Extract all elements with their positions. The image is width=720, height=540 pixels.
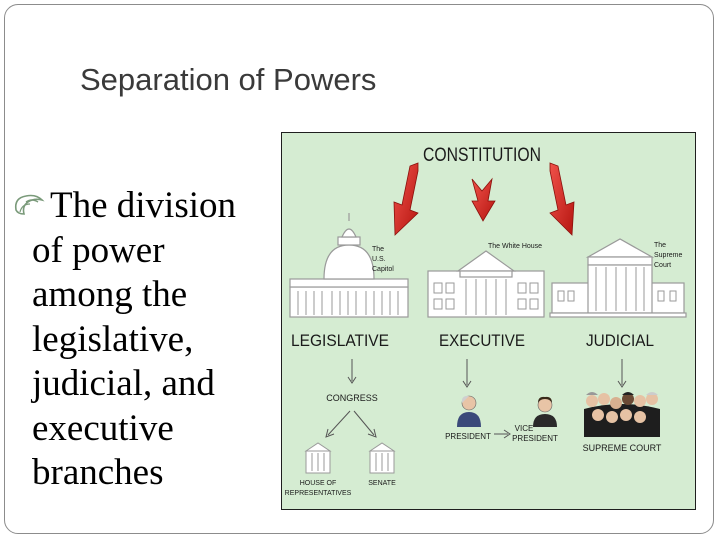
arrow-to-house-icon <box>325 410 351 438</box>
supreme-court-justices-icon <box>584 392 660 437</box>
white-house-caption: The White House <box>488 243 542 250</box>
legislative-label: LEGISLATIVE <box>291 331 389 350</box>
slide-frame <box>4 4 714 534</box>
arrow-down-supreme-court-icon <box>617 359 627 388</box>
bullet-line-6: executive <box>32 407 174 449</box>
bullet-line-1: The division <box>50 185 237 226</box>
scroll-bullet-icon <box>12 184 50 218</box>
bullet-line-3: among the <box>32 274 188 315</box>
arrow-to-judicial-icon <box>549 162 575 236</box>
arrow-to-senate-icon <box>353 410 377 438</box>
white-house-icon <box>427 250 545 318</box>
house-label-1: HOUSE OF <box>300 480 337 487</box>
bullet-line-2: of power <box>32 229 165 271</box>
supreme-court-building-icon <box>549 238 687 318</box>
arrow-to-legislative-icon <box>393 162 419 236</box>
court-caption-2: Supreme <box>654 252 683 259</box>
capitol-caption-3: Capitol <box>372 266 394 273</box>
arrow-to-executive-icon <box>471 177 496 222</box>
arrow-to-vice-president-icon <box>494 429 511 439</box>
house-label-2: REPRESENTATIVES <box>285 490 352 497</box>
president-label: PRESIDENT <box>445 432 491 441</box>
congress-label: CONGRESS <box>326 393 378 403</box>
court-caption-3: Court <box>654 262 671 269</box>
capitol-caption-1: The <box>372 246 384 253</box>
executive-label: EXECUTIVE <box>439 331 525 350</box>
bullet-text: The division of power among the legislat… <box>12 184 272 496</box>
slide-title: Separation of Powers <box>80 62 377 97</box>
court-caption-1: The <box>654 242 666 249</box>
capitol-caption-2: U.S. <box>372 256 386 263</box>
president-figure-icon <box>457 395 481 427</box>
bullet-line-7: branches <box>32 452 164 493</box>
senate-building-icon <box>368 442 396 474</box>
vice-president-figure-icon <box>533 396 557 427</box>
arrow-down-president-icon <box>462 359 472 388</box>
capitol-building-icon <box>289 213 409 318</box>
vice-president-label: PRESIDENT <box>512 434 558 443</box>
senate-label: SENATE <box>368 480 396 487</box>
bullet-line-4: legislative, <box>32 318 194 360</box>
bullet-line-5: judicial, and <box>32 363 215 404</box>
judicial-label: JUDICIAL <box>586 331 654 350</box>
constitution-label: CONSTITUTION <box>423 145 541 166</box>
house-building-icon <box>304 442 332 474</box>
separation-of-powers-diagram: CONSTITUTION <box>281 132 696 510</box>
vice-label: VICE <box>515 424 534 433</box>
supreme-court-label: SUPREME COURT <box>583 443 662 453</box>
arrow-down-congress-icon <box>347 359 357 384</box>
